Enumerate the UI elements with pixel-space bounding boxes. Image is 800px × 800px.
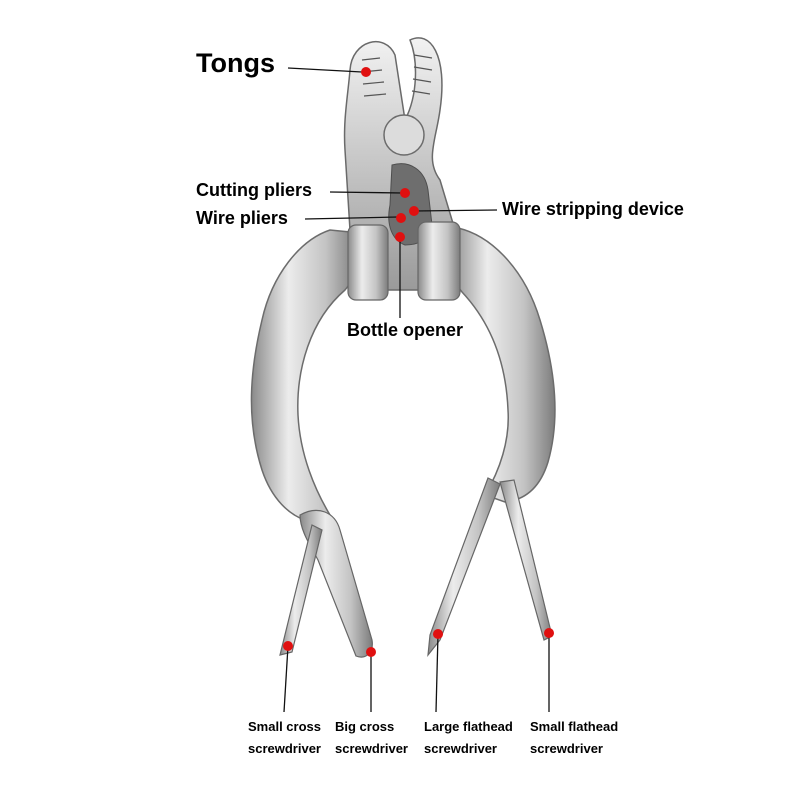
- label-large-flathead-line2: screwdriver: [424, 741, 497, 756]
- large-flathead-bit: [427, 477, 501, 657]
- pivot-screw: [383, 114, 425, 156]
- label-small-flathead-line1: Small flathead: [530, 719, 619, 734]
- markers: [283, 67, 554, 657]
- small-flathead-bit: [499, 479, 553, 641]
- label-large-flathead: Large flathead screwdriver: [424, 716, 513, 760]
- label-small-cross: Small cross screwdriver: [248, 716, 321, 760]
- label-big-cross-line1: Big cross: [335, 719, 395, 734]
- label-cutting-pliers: Cutting pliers: [196, 180, 312, 200]
- right-hinge: [417, 221, 461, 301]
- label-tongs: Tongs: [196, 48, 275, 78]
- left-handle: [250, 229, 358, 521]
- left-hinge: [347, 224, 389, 301]
- small-cross-bit: [279, 524, 323, 656]
- label-small-cross-line1: Small cross: [248, 719, 321, 734]
- label-big-cross-line2: screwdriver: [335, 741, 408, 756]
- label-large-flathead-line1: Large flathead: [424, 719, 513, 734]
- label-bottle-opener: Bottle opener: [347, 320, 464, 340]
- label-big-cross: Big cross screwdriver: [335, 716, 408, 760]
- label-small-flathead: Small flathead screwdriver: [530, 716, 618, 760]
- right-handle: [450, 227, 556, 503]
- label-small-flathead-line2: screwdriver: [530, 741, 603, 756]
- label-small-cross-line2: screwdriver: [248, 741, 321, 756]
- jaw-teeth: [361, 54, 433, 97]
- label-wire-stripping: Wire stripping device: [502, 199, 684, 219]
- label-wire-pliers: Wire pliers: [196, 208, 288, 228]
- leader-lines: [283, 67, 550, 713]
